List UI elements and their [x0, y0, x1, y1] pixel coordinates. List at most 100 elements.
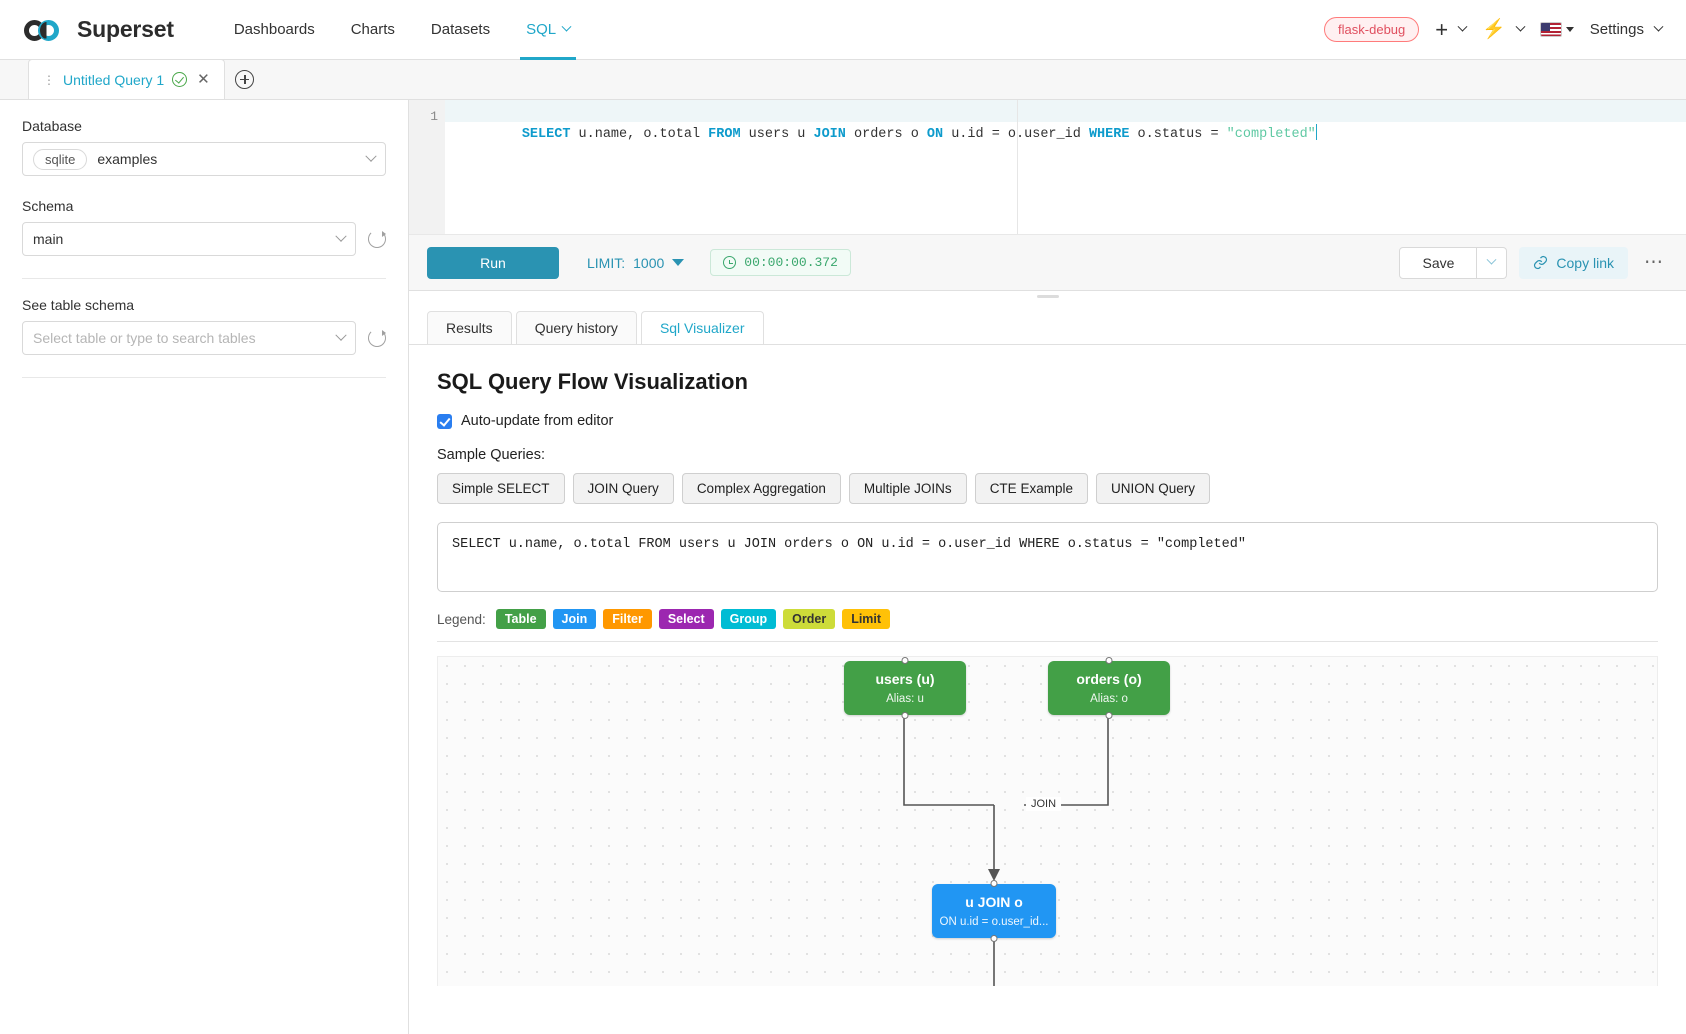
- database-select[interactable]: sqlite examples: [22, 142, 386, 176]
- sample-queries-row: Simple SELECT JOIN Query Complex Aggrega…: [437, 473, 1658, 504]
- editor-toolbar: Run LIMIT: 1000 00:00:00.372 Save: [409, 235, 1686, 291]
- quick-actions-menu[interactable]: ⚡: [1482, 20, 1526, 39]
- brand-logo-group[interactable]: Superset: [24, 16, 174, 43]
- new-item-menu[interactable]: +: [1435, 18, 1468, 41]
- sql-token-on: ON: [926, 127, 944, 142]
- flow-edge-label-join: JOIN: [1026, 797, 1062, 811]
- sample-button-multiple-joins[interactable]: Multiple JOINs: [848, 473, 967, 504]
- limit-dropdown[interactable]: LIMIT: 1000: [587, 254, 685, 271]
- port-bottom-icon: [1105, 712, 1113, 719]
- flow-diagram-canvas[interactable]: users (u) Alias: u orders (o) Alias: o J…: [437, 656, 1658, 986]
- schema-select-value: main: [33, 231, 64, 247]
- refresh-tables-icon[interactable]: [368, 329, 386, 347]
- caret-down-icon: [1565, 27, 1574, 32]
- tab-sql-visualizer[interactable]: Sql Visualizer: [640, 311, 764, 345]
- text-caret: [1315, 124, 1317, 140]
- sample-queries-label: Sample Queries:: [437, 447, 545, 463]
- flask-debug-badge: flask-debug: [1324, 17, 1420, 42]
- chevron-down-icon: [365, 150, 377, 162]
- flow-node-orders[interactable]: orders (o) Alias: o: [1048, 657, 1170, 719]
- limit-value: 1000: [633, 254, 665, 271]
- editor-line-number: 1: [430, 109, 438, 124]
- top-navbar: Superset Dashboards Charts Datasets SQL …: [0, 0, 1686, 60]
- sql-token-select: SELECT: [521, 127, 571, 142]
- table-schema-label: See table schema: [22, 297, 135, 313]
- auto-update-checkbox[interactable]: [437, 413, 452, 429]
- settings-label: Settings: [1589, 21, 1644, 38]
- sample-button-simple-select[interactable]: Simple SELECT: [437, 473, 565, 504]
- legend-chip-filter: Filter: [603, 609, 652, 629]
- query-tab-untitled-query-1[interactable]: ⋮ Untitled Query 1 ✕: [28, 59, 225, 99]
- main-nav-links: Dashboards Charts Datasets SQL: [216, 0, 588, 60]
- language-picker[interactable]: [1539, 22, 1574, 37]
- query-tab-bar: ⋮ Untitled Query 1 ✕: [0, 59, 1686, 100]
- sql-input-textarea[interactable]: [437, 522, 1658, 592]
- more-options-icon[interactable]: ⋯: [1644, 252, 1664, 273]
- flow-node-join-condition: ON u.id = o.user_id...: [939, 916, 1049, 929]
- flow-node-orders-title: orders (o): [1076, 670, 1142, 687]
- legend-chip-table: Table: [495, 609, 546, 629]
- add-query-tab-button[interactable]: [225, 59, 265, 99]
- sql-visualizer-panel: SQL Query Flow Visualization Auto-update…: [409, 345, 1686, 1034]
- nav-item-datasets[interactable]: Datasets: [413, 0, 508, 60]
- editor-gutter: 1: [409, 100, 445, 234]
- us-flag-icon: [1539, 22, 1562, 37]
- sql-token-3: users u: [740, 127, 814, 142]
- chevron-down-icon: [1486, 254, 1497, 265]
- sample-button-join-query[interactable]: JOIN Query: [572, 473, 674, 504]
- pane-resize-handle[interactable]: [409, 291, 1686, 301]
- nav-item-sql[interactable]: SQL: [508, 0, 588, 60]
- save-button[interactable]: Save: [1399, 246, 1478, 279]
- sample-button-union-query[interactable]: UNION Query: [1095, 473, 1210, 504]
- sql-token-join: JOIN: [813, 127, 846, 142]
- close-icon[interactable]: ✕: [197, 71, 210, 88]
- port-top-icon: [1105, 657, 1113, 664]
- save-dropdown-button[interactable]: [1477, 246, 1508, 279]
- table-select-placeholder: Select table or type to search tables: [33, 330, 256, 346]
- copy-link-button[interactable]: Copy link: [1519, 246, 1628, 279]
- query-timer-value: 00:00:00.372: [744, 255, 838, 270]
- flow-node-join-title: u JOIN o: [965, 893, 1023, 910]
- chevron-down-icon: [1515, 21, 1526, 32]
- nav-item-charts[interactable]: Charts: [333, 0, 413, 60]
- settings-menu[interactable]: Settings: [1589, 21, 1664, 38]
- refresh-schema-icon[interactable]: [368, 230, 386, 248]
- result-tab-bar: Results Query history Sql Visualizer: [409, 301, 1686, 345]
- chevron-down-icon: [335, 329, 347, 341]
- legend-divider: [437, 641, 1658, 642]
- database-engine-chip: sqlite: [33, 148, 88, 170]
- legend: Legend: Table Join Filter Select Group O…: [437, 609, 1658, 629]
- legend-chip-limit: Limit: [842, 609, 891, 629]
- legend-chip-order: Order: [783, 609, 836, 629]
- chevron-down-icon: [561, 21, 572, 32]
- tab-results[interactable]: Results: [427, 311, 512, 345]
- auto-update-row[interactable]: Auto-update from editor: [437, 413, 1658, 429]
- flow-node-orders-alias: Alias: o: [1090, 693, 1128, 706]
- auto-update-label: Auto-update from editor: [461, 413, 614, 429]
- editor-code[interactable]: SELECT u.name, o.total FROM users u JOIN…: [445, 100, 1686, 234]
- sample-button-complex-aggregation[interactable]: Complex Aggregation: [681, 473, 841, 504]
- result-tabs-underline: [409, 344, 1686, 345]
- sql-editor[interactable]: 1 SELECT u.name, o.total FROM users u JO…: [409, 100, 1686, 235]
- nav-right-group: flask-debug + ⚡ Settings: [1324, 17, 1664, 42]
- nav-item-dashboards[interactable]: Dashboards: [216, 0, 333, 60]
- legend-label: Legend:: [437, 611, 486, 627]
- flow-node-users-title: users (u): [875, 670, 935, 687]
- tab-query-history[interactable]: Query history: [515, 311, 637, 345]
- editor-pane: 1 SELECT u.name, o.total FROM users u JO…: [409, 100, 1686, 1034]
- nav-item-charts-label: Charts: [350, 21, 395, 38]
- superset-logo-icon: [24, 17, 68, 43]
- run-button[interactable]: Run: [427, 246, 559, 279]
- sample-button-cte-example[interactable]: CTE Example: [974, 473, 1088, 504]
- flow-node-users[interactable]: users (u) Alias: u: [844, 657, 966, 719]
- caret-down-icon: [672, 259, 685, 266]
- brand-name: Superset: [77, 16, 174, 42]
- copy-link-label: Copy link: [1556, 254, 1614, 271]
- table-select[interactable]: Select table or type to search tables: [22, 321, 356, 355]
- drag-dots-icon[interactable]: ⋮: [43, 72, 55, 87]
- flow-node-join[interactable]: u JOIN o ON u.id = o.user_id...: [932, 880, 1056, 942]
- sql-token-from: FROM: [708, 127, 741, 142]
- schema-select[interactable]: main: [22, 222, 356, 256]
- check-circle-icon: [172, 72, 188, 87]
- query-timer: 00:00:00.372: [710, 249, 851, 276]
